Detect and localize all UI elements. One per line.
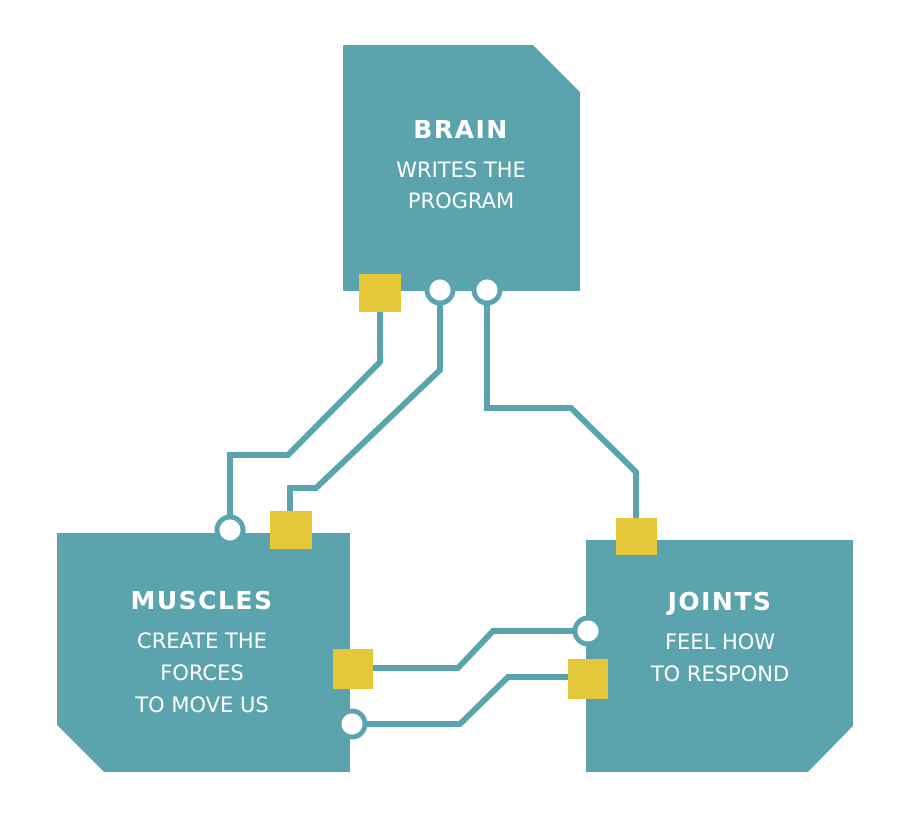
muscles-line-3: TO MOVE US (134, 693, 268, 717)
joints-block: JOINTS FEEL HOW TO RESPOND (586, 540, 853, 772)
brain-line-2: PROGRAM (408, 189, 514, 213)
joints-round-connector-left (572, 615, 604, 647)
muscles-round-connector-top (214, 514, 246, 546)
muscles-line-2: FORCES (160, 661, 243, 685)
brain-block-shape (343, 45, 580, 291)
joints-title: JOINTS (666, 587, 773, 616)
brain-round-connector-2 (471, 274, 503, 306)
muscles-block-shape (57, 533, 350, 772)
muscles-round-connector-right (336, 708, 368, 740)
brain-title: BRAIN (413, 115, 508, 144)
joints-square-connector-top (616, 518, 657, 555)
muscles-line-1: CREATE THE (137, 629, 267, 653)
wire-muscles-to-joints-b (365, 674, 575, 727)
joints-line-1: FEEL HOW (665, 630, 775, 654)
wire-brain-to-joints (484, 292, 639, 530)
brain-block: BRAIN WRITES THE PROGRAM (343, 45, 580, 291)
joints-line-2: TO RESPOND (650, 662, 789, 686)
joints-square-connector-left (568, 659, 608, 699)
wire-muscles-to-joints-a (370, 628, 588, 671)
muscles-square-connector-top (270, 511, 312, 549)
brain-square-connector (359, 274, 401, 312)
brain-line-1: WRITES THE (396, 158, 526, 182)
muscles-block: MUSCLES CREATE THE FORCES TO MOVE US (57, 533, 350, 772)
muscles-title: MUSCLES (130, 586, 273, 615)
connection-wires (227, 292, 639, 727)
brain-round-connector-1 (424, 274, 456, 306)
connectors (214, 274, 657, 740)
wire-brain-to-muscles-b (287, 292, 443, 515)
wire-brain-to-muscles-a (227, 300, 383, 518)
muscles-square-connector-right (333, 649, 373, 689)
joints-block-shape (586, 540, 853, 772)
